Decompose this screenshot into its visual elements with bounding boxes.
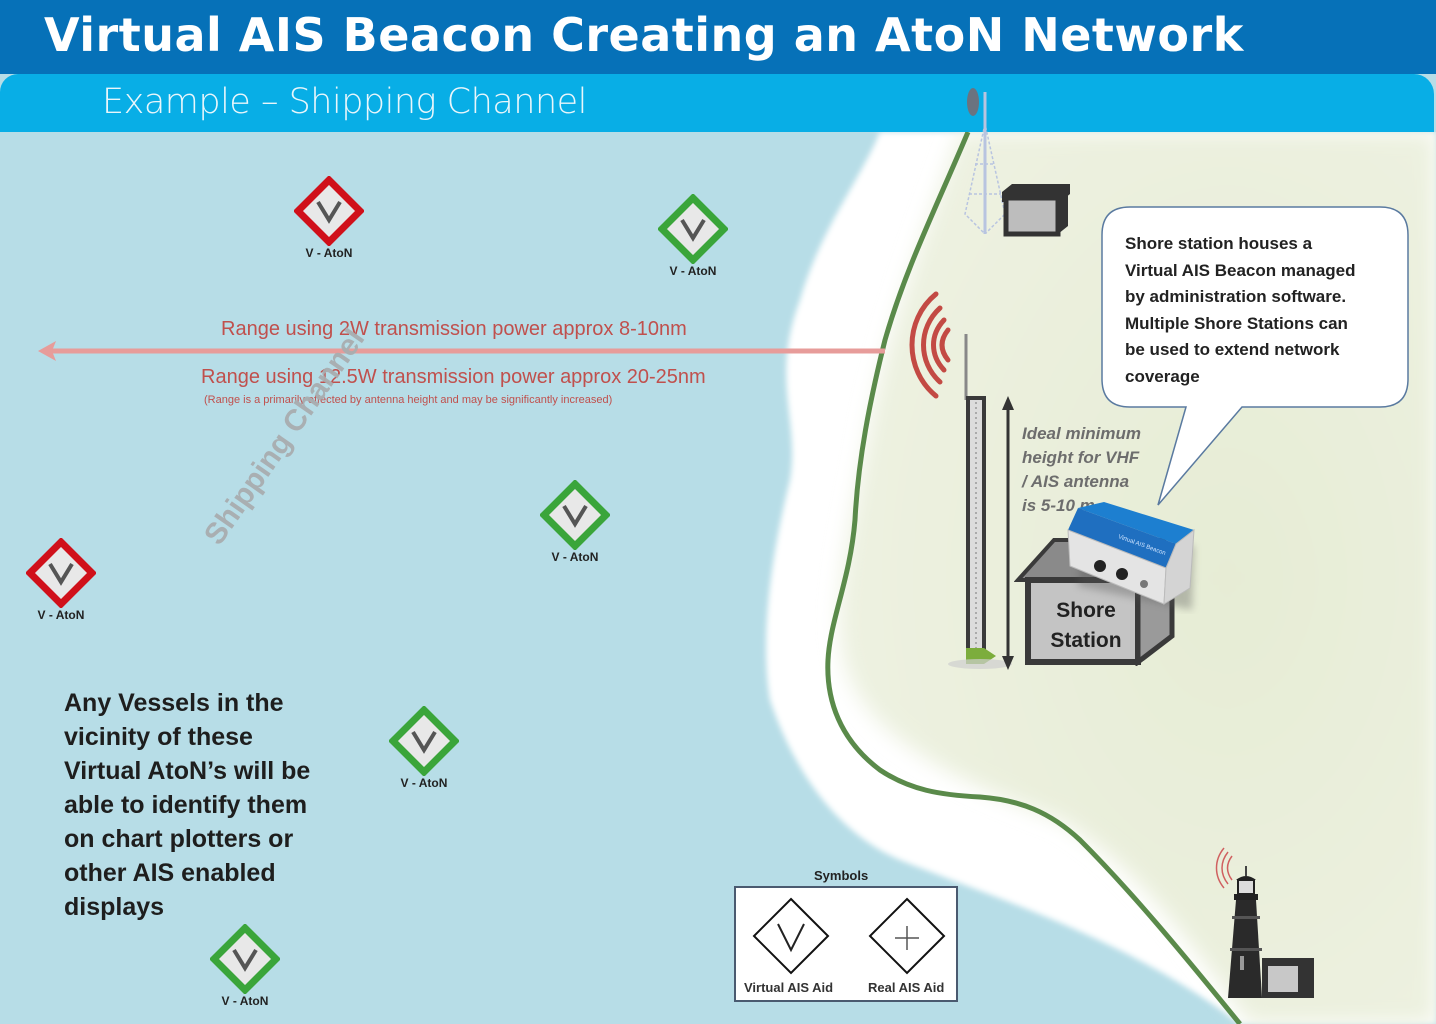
virtual-aton-icon <box>389 706 459 776</box>
virtual-ais-aid-symbol-icon <box>752 897 830 975</box>
equipment-box-icon <box>1002 184 1070 237</box>
radio-tower-icon <box>964 88 1006 234</box>
legend-real-label: Real AIS Aid <box>868 980 945 995</box>
lighthouse-icon <box>1215 847 1314 998</box>
header-bar <box>0 0 1436 74</box>
virtual-aton-icon <box>540 480 610 550</box>
callout-text: Shore station houses a Virtual AIS Beaco… <box>1125 234 1356 386</box>
range-2w-text: Range using 2W transmission power approx… <box>221 318 687 340</box>
legend-box: Virtual AIS Aid Real AIS Aid <box>734 886 958 1002</box>
virtual-aton-icon <box>26 538 96 608</box>
range-arrow <box>38 341 885 361</box>
aton-marker[interactable]: V - AtoN <box>16 538 106 622</box>
antenna-height-note: Ideal minimum height for VHF / AIS anten… <box>1022 424 1142 515</box>
aton-marker[interactable]: V - AtoN <box>284 176 374 260</box>
antenna-mast-icon <box>948 334 1014 670</box>
aton-marker[interactable]: V - AtoN <box>530 480 620 564</box>
subheader-bar <box>0 74 1434 132</box>
aton-marker[interactable]: V - AtoN <box>200 924 290 1008</box>
virtual-aton-icon <box>294 176 364 246</box>
legend-title: Symbols <box>814 868 869 883</box>
virtual-aton-icon <box>658 194 728 264</box>
range-note: (Range is a primarily effected by antenn… <box>204 394 613 406</box>
signal-waves-icon <box>909 291 951 399</box>
aton-marker[interactable]: V - AtoN <box>379 706 469 790</box>
aton-marker[interactable]: V - AtoN <box>648 194 738 278</box>
page-subtitle: Example – Shipping Channel <box>102 82 587 122</box>
range-12w-text: Range using 12.5W transmission power app… <box>201 366 706 388</box>
legend-virtual-label: Virtual AIS Aid <box>744 980 834 995</box>
callout-bubble <box>1101 206 1409 506</box>
shore-station-label: Shore Station <box>1050 599 1122 652</box>
real-ais-aid-symbol-icon <box>868 897 946 975</box>
vessels-description: Any Vessels in the vicinity of these Vir… <box>64 689 311 921</box>
virtual-aton-icon <box>210 924 280 994</box>
page-title: Virtual AIS Beacon Creating an AtoN Netw… <box>44 8 1244 62</box>
coastline <box>825 132 1242 1024</box>
ais-beacon-device-icon: Virtual AIS Beacon <box>1067 502 1195 610</box>
